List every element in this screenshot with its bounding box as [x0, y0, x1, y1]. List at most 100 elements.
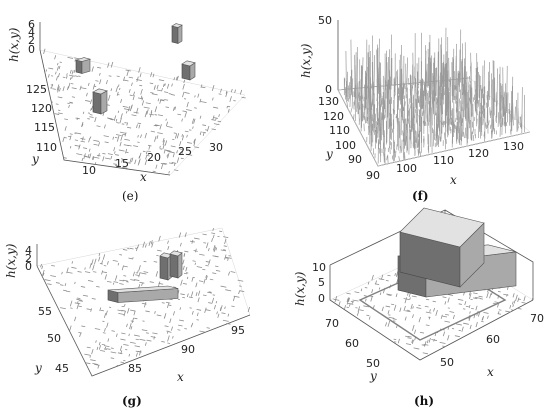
surface-speck — [461, 326, 464, 332]
surface-speck — [86, 308, 91, 311]
surface-speck — [68, 74, 75, 77]
surface-speck — [354, 291, 360, 294]
surface-spike — [399, 145, 402, 154]
surface-speck — [223, 236, 229, 239]
surface-speck — [370, 296, 373, 302]
surface-speck — [368, 316, 371, 320]
surface-speck — [58, 65, 61, 70]
surface-speck — [136, 76, 139, 82]
surface-speck — [158, 235, 161, 242]
surface-speck — [199, 131, 202, 136]
surface-speck — [346, 298, 349, 302]
surface-speck — [486, 292, 489, 299]
surface-speck — [395, 293, 398, 298]
surface-speck — [373, 305, 375, 309]
surface-speck — [224, 238, 227, 245]
surface-spike — [468, 75, 470, 83]
surface-speck — [205, 129, 208, 131]
surface-speck — [181, 135, 185, 141]
surface-speck — [113, 147, 116, 152]
surface-spike — [351, 78, 354, 109]
panel-g-floor-edges — [36, 265, 251, 377]
surface-spike — [382, 106, 384, 135]
surface-speck — [393, 338, 397, 341]
surface-spike — [421, 111, 424, 117]
surface-speck — [87, 280, 94, 282]
surface-speck — [163, 316, 166, 319]
surface-speck — [149, 281, 154, 283]
surface-spike — [514, 106, 516, 120]
surface-speck — [205, 264, 209, 267]
surface-speck — [157, 98, 160, 102]
surface-speck — [40, 263, 42, 268]
surface-spike — [444, 132, 446, 140]
panel-h-ylabel: y — [369, 369, 377, 383]
surface-speck — [156, 84, 159, 90]
surface-speck — [494, 301, 499, 303]
surface-speck — [62, 136, 65, 143]
surface-speck — [99, 79, 102, 85]
surface-speck — [216, 311, 218, 315]
surface-speck — [65, 75, 68, 79]
surface-speck — [81, 158, 84, 162]
surface-speck — [226, 323, 231, 325]
surface-speck — [215, 247, 218, 251]
surface-speck — [231, 305, 235, 308]
surface-spike — [426, 92, 429, 145]
surface-speck — [237, 279, 244, 282]
surface-speck — [225, 256, 232, 259]
surface-speck — [81, 136, 84, 141]
surface-spike — [373, 55, 375, 96]
surface-speck — [350, 300, 355, 303]
surface-speck — [208, 291, 212, 293]
surface-speck — [165, 121, 169, 127]
surface-spike — [414, 136, 416, 144]
surface-speck — [154, 85, 156, 89]
surface-speck — [127, 307, 130, 314]
surface-speck — [521, 301, 526, 304]
surface-speck — [125, 110, 128, 114]
surface-speck — [74, 281, 76, 285]
surface-speck — [134, 345, 140, 348]
surface-spike — [476, 67, 479, 104]
surface-speck — [130, 279, 136, 281]
surface-speck — [173, 169, 179, 171]
surface-speck — [57, 112, 63, 115]
panel-h-ytick: 50 — [366, 357, 380, 370]
surface-speck — [119, 141, 122, 147]
surface-speck — [223, 245, 227, 247]
surface-speck — [413, 347, 420, 350]
panel-f-ylabel: y — [325, 147, 333, 161]
surface-speck — [447, 334, 450, 341]
surface-speck — [180, 293, 185, 296]
surface-speck — [92, 157, 95, 161]
surface-speck — [102, 254, 106, 260]
surface-speck — [176, 157, 180, 163]
surface-speck — [74, 302, 81, 305]
panel-e-floor — [39, 49, 246, 176]
surface-speck — [97, 142, 100, 147]
surface-speck — [57, 96, 63, 99]
surface-speck — [62, 76, 66, 78]
surface-speck — [176, 75, 179, 81]
surface-speck — [152, 332, 158, 335]
surface-speck — [115, 333, 118, 338]
surface-spike — [431, 73, 434, 119]
surface-speck — [51, 83, 54, 89]
panel-g-ylabel: y — [34, 361, 42, 375]
surface-speck — [60, 307, 66, 310]
surface-speck — [164, 325, 169, 327]
surface-speck — [143, 271, 149, 273]
surface-speck — [84, 267, 86, 270]
surface-speck — [47, 283, 52, 285]
surface-speck — [144, 111, 148, 118]
surface-speck — [137, 160, 141, 166]
surface-speck — [76, 297, 81, 300]
surface-spike — [391, 128, 394, 133]
surface-speck — [124, 132, 127, 137]
surface-speck — [88, 148, 91, 152]
surface-speck — [211, 232, 216, 235]
surface-speck — [471, 307, 474, 310]
surface-speck — [153, 124, 158, 127]
surface-speck — [145, 332, 149, 334]
